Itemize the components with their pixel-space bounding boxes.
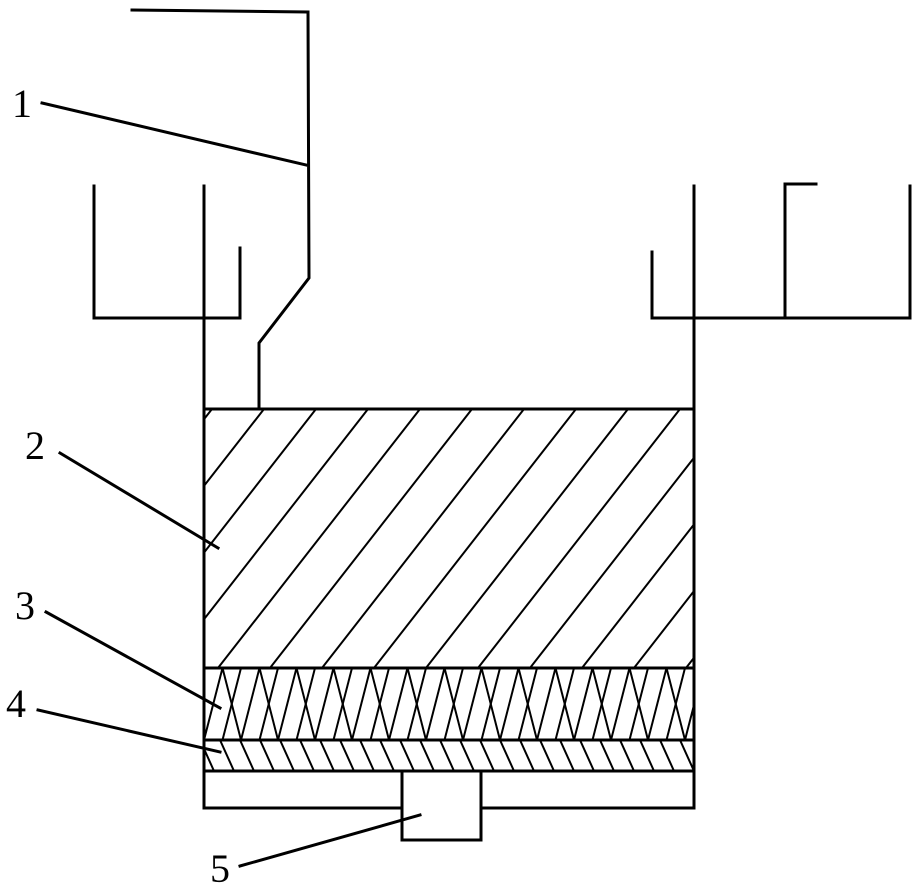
- crosshatch-line: [258, 668, 279, 740]
- leader-line-4: [36, 708, 222, 754]
- fine-hatch-line: [319, 740, 335, 771]
- left-frame-bracket: [92, 184, 242, 320]
- crosshatch-line: [406, 668, 427, 740]
- fine-hatch-line: [339, 740, 355, 771]
- fine-hatch-line: [519, 740, 535, 771]
- crosshatch-line: [704, 668, 723, 740]
- crosshatch-line: [554, 668, 575, 740]
- leader-line-2: [57, 450, 221, 551]
- hatch-line: [425, 409, 629, 668]
- layer-4-hatched: [202, 738, 714, 773]
- fine-hatch-line: [379, 740, 395, 771]
- crosshatch-line: [332, 668, 353, 740]
- hatch-line: [269, 409, 473, 668]
- crosshatch-line: [443, 668, 464, 740]
- hatch-line: [204, 409, 265, 488]
- fine-hatch-line: [479, 740, 495, 771]
- fine-hatch-line: [359, 740, 375, 771]
- pipe-1: [130, 8, 311, 411]
- fine-hatch-line: [459, 740, 475, 771]
- hatch-line: [633, 589, 694, 668]
- fine-hatch-line: [659, 740, 675, 771]
- label-4: 4: [6, 681, 26, 726]
- fine-hatch-line: [299, 740, 315, 771]
- crosshatch-line: [351, 668, 372, 740]
- leader-line-3: [43, 609, 223, 711]
- fine-hatch-line: [579, 740, 595, 771]
- hatch-line: [529, 456, 694, 668]
- crosshatch-line: [277, 668, 298, 740]
- crosshatch-line: [499, 668, 520, 740]
- crosshatch-line: [517, 668, 538, 740]
- hatch-line: [217, 409, 421, 668]
- crosshatch-line: [462, 668, 483, 740]
- fine-hatch-line: [559, 740, 575, 771]
- fine-hatch-line: [700, 740, 714, 771]
- crosshatch-line: [684, 700, 694, 740]
- layer-3-crosshatched: [202, 666, 723, 742]
- hatch-line: [204, 409, 369, 621]
- leader-line-1: [40, 101, 308, 167]
- crosshatch-line: [388, 668, 409, 740]
- crosshatch-line: [221, 668, 242, 740]
- hatch-line: [581, 522, 694, 668]
- fine-hatch-line: [279, 740, 295, 771]
- right-frame-bracket: [650, 182, 912, 320]
- label-1: 1: [12, 81, 32, 126]
- outlet-5: [400, 769, 483, 842]
- crosshatch-line: [314, 668, 335, 740]
- crosshatch-line: [295, 668, 316, 740]
- hatch-line: [373, 409, 577, 668]
- crosshatch-line: [573, 668, 594, 740]
- fine-hatch-line: [439, 740, 455, 771]
- fine-hatch-line: [419, 740, 435, 771]
- hatch-line: [685, 656, 694, 668]
- crosshatch-line: [425, 668, 446, 740]
- fine-hatch-line: [499, 740, 515, 771]
- crosshatch-line: [591, 668, 612, 740]
- crosshatch-line: [665, 668, 686, 740]
- crosshatch-line: [240, 668, 261, 740]
- hatch-line: [738, 409, 919, 668]
- crosshatch-line: [480, 668, 501, 740]
- fine-hatch-line: [204, 746, 215, 771]
- fine-hatch-line: [259, 740, 275, 771]
- fine-hatch-line: [239, 740, 255, 771]
- crosshatch-line: [369, 668, 390, 740]
- crosshatch-line: [704, 668, 723, 740]
- layer-2-hatched: [202, 407, 919, 670]
- fine-hatch-line: [399, 740, 415, 771]
- fine-hatch-line: [599, 740, 615, 771]
- hatch-line: [321, 409, 525, 668]
- fine-hatch-line: [639, 740, 655, 771]
- crosshatch-line: [536, 668, 557, 740]
- crosshatch-line: [628, 668, 649, 740]
- label-3: 3: [15, 583, 35, 628]
- fine-hatch-line: [219, 740, 235, 771]
- hatch-line: [477, 409, 681, 668]
- fine-hatch-line: [539, 740, 555, 771]
- fine-hatch-line: [619, 740, 635, 771]
- leader-line-5: [238, 813, 422, 868]
- fine-hatch-line: [679, 740, 694, 771]
- crosshatch-line: [610, 668, 631, 740]
- label-5: 5: [210, 846, 230, 891]
- hatch-line: [204, 409, 317, 555]
- crosshatch-line: [647, 668, 668, 740]
- label-2: 2: [25, 423, 45, 468]
